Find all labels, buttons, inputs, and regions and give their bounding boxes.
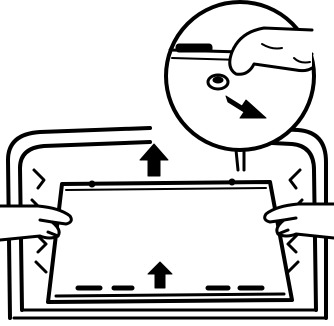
up-arrow-icon (140, 144, 168, 176)
hand-right-icon (265, 204, 334, 238)
bottom-panel-icon (48, 179, 292, 302)
hand-left-icon (0, 206, 71, 240)
up-arrow-icon (148, 262, 172, 288)
